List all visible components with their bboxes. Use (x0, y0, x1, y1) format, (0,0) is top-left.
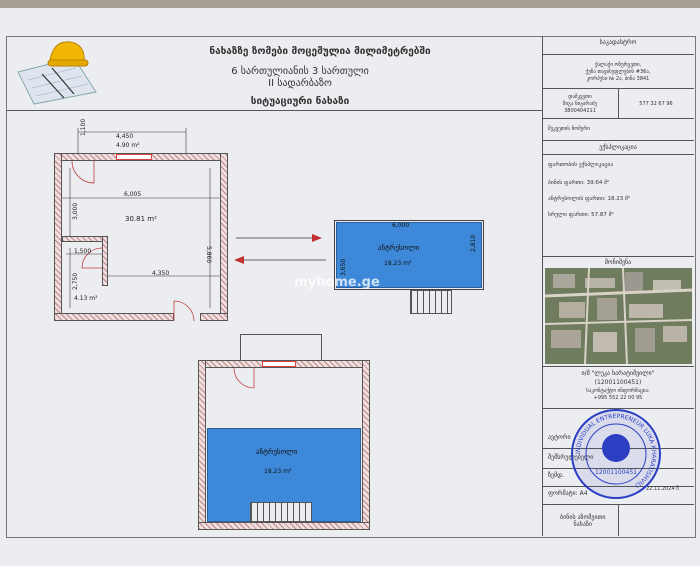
mezzanine-label: ანტრესოლი (378, 244, 420, 252)
row-author: ავტორი (548, 434, 571, 441)
side-panel-divider (542, 36, 543, 536)
dim-small-vertical: 2,750 (72, 272, 79, 290)
explication-line3: სრული ფართი: 57.87 მ² (548, 212, 614, 218)
panel-address-line3: კორპუსი № 2ა, ბინა 3841 (586, 76, 650, 82)
rule (618, 504, 619, 536)
dim-top: 4,450 (116, 133, 134, 140)
transition-arrows (234, 234, 326, 264)
window (262, 361, 296, 367)
client-id: 3800404211 (564, 108, 596, 114)
panel-box1-title: საკადასტრო (599, 39, 637, 46)
footer-label: ბინის აზომვითი ნახაზი (560, 514, 606, 528)
mezzanine-area-value: 18.23 m² (384, 260, 412, 267)
row-supervisor: ზემდ. (548, 472, 564, 479)
mezzanine-dim-left: 3,650 (340, 258, 347, 276)
map-title: მონიშვნა (604, 259, 632, 266)
title-line-1: ნახაზზე ზომები მოცემულია მილიმეტრებში (209, 46, 431, 57)
wall (200, 313, 228, 321)
title-line-4: სიტუაციური ნახაზი (250, 96, 350, 107)
label-order: შეკვეთის ნომერი (548, 126, 590, 132)
client-phone: 577 32 67 96 (639, 101, 673, 107)
contractor-line3: საკონტაქტო ინფორმაცია: (586, 388, 650, 394)
door-arc (233, 367, 255, 389)
rule (618, 88, 619, 118)
upper-extension (240, 334, 322, 360)
logo (14, 38, 100, 106)
svg-text:12001100451: 12001100451 (595, 469, 637, 476)
wall (362, 360, 370, 530)
drawing-sheet: ნახაზზე ზომები მოცემულია მილიმეტრებში 6 … (0, 8, 700, 566)
contractor-line1: ი/მ "ლუკა ხარატიშვილი" (581, 370, 655, 377)
explication-line2: ანტრესოლის ფართი: 18.23 მ² (548, 196, 631, 202)
label-client: დამკვეთი (568, 94, 592, 100)
row-performer: შემსრულებელი (548, 454, 594, 461)
panel-address-line1: ქალაქი ოზურგეთი, (594, 62, 642, 68)
rule (542, 154, 694, 155)
rule (542, 118, 694, 119)
dim-left-mid: 3,000 (72, 202, 79, 220)
mezzanine-outline (334, 220, 484, 290)
mezzanine-area (336, 222, 482, 288)
dim-width: 6,005 (124, 191, 142, 198)
dim-small: 1,500 (74, 248, 92, 255)
bottom-label: ანტრესოლი (256, 448, 298, 456)
rule (542, 366, 694, 367)
title-line-2: 6 სართულიანის 3 სართული (231, 66, 369, 77)
door-arcs (62, 128, 220, 322)
rule (542, 256, 694, 257)
contractor-line4: +995 552 22 00 95 (593, 395, 643, 401)
wall (54, 313, 174, 321)
title-line-3: II სადარბაზო (268, 78, 332, 89)
sheet-frame (6, 36, 696, 538)
seal-stamp: INDIVIDUAL ENTREPRENEUR LUKA KHARATISHVI… (570, 408, 662, 500)
area-top: 4.90 m² (116, 142, 140, 149)
rule (542, 54, 694, 55)
dim-right-vertical: 5,860 (205, 246, 212, 264)
mezzanine-dim-right: 2,810 (470, 234, 477, 252)
room-area: 30.81 m² (125, 215, 157, 223)
wall (198, 522, 370, 530)
contractor-line2: (12001100451) (594, 379, 642, 386)
stairs (410, 290, 452, 314)
rule (542, 408, 694, 409)
rule (542, 140, 694, 141)
location-map (545, 268, 692, 364)
explication-title: ფართობის ექსპლიკაცია (548, 162, 614, 168)
rule (542, 486, 694, 487)
small-room-area: 4.13 m² (74, 295, 98, 302)
panel-address-line2: ქუჩა თავისუფლების #36ა, (585, 69, 651, 75)
date: 22.11.2024 წ (646, 486, 679, 492)
mezzanine-dim-top: 6,000 (392, 222, 410, 229)
window (116, 154, 152, 160)
dim-left-vertical: 1,100 (80, 118, 87, 136)
rule (542, 468, 694, 469)
section-title: ექსპლიკაცია (599, 144, 637, 151)
row-format: ფორმატი: A4 (548, 490, 588, 497)
header-divider (6, 110, 542, 111)
partition-wall (102, 236, 108, 286)
dim-bottom: 4,350 (152, 270, 170, 277)
watermark: myhome.ge (294, 275, 380, 290)
client-name: ზიგა ნიჟარაძე (562, 101, 598, 107)
stairs (250, 502, 312, 522)
bottom-area-value: 18.23 m² (264, 468, 292, 475)
explication-line1: ბინის ფართი: 39.64 მ² (548, 180, 610, 186)
